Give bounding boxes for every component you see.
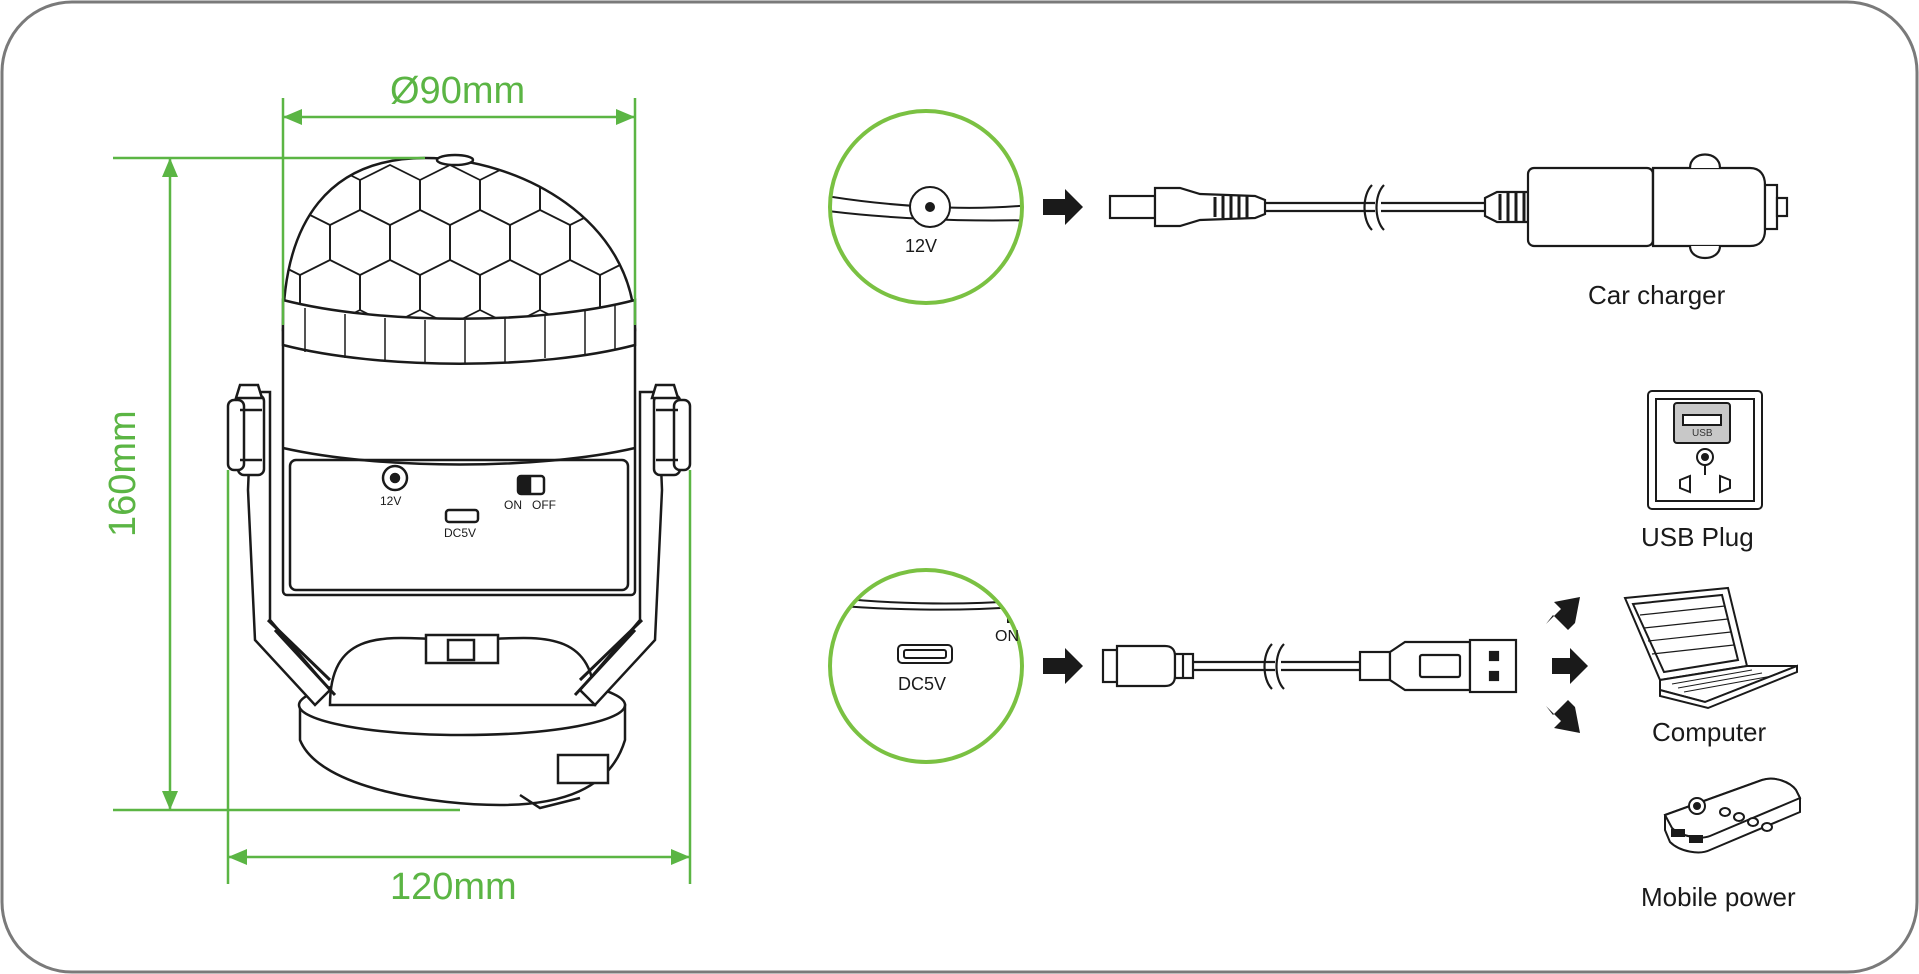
arrow-up-right-icon [1546, 597, 1580, 630]
knob-right [650, 383, 692, 477]
arrow-right-icon [1043, 189, 1083, 225]
zoom-dc5v-label: DC5V [898, 674, 947, 694]
knob-left [226, 383, 266, 477]
zoom-circle-12v [828, 109, 1024, 305]
mobile-power-icon [1663, 777, 1802, 854]
arrow-right-icon [1552, 648, 1588, 684]
computer-icon [1623, 586, 1798, 710]
usb-cable [1101, 638, 1518, 694]
device-switch-on-label: ON [504, 498, 522, 512]
car-charger-label: Car charger [1588, 280, 1726, 310]
device-port-dc5v-label: DC5V [444, 526, 477, 540]
height-label: 160mm [102, 410, 144, 537]
arrow-right-icon [1043, 648, 1083, 684]
port-dc5v [444, 508, 480, 524]
dimension-lines [113, 98, 692, 884]
usb-plug-label: USB Plug [1641, 522, 1754, 552]
mobile-power-label: Mobile power [1641, 882, 1796, 912]
zoom-12v-label: 12V [905, 236, 938, 256]
car-charger-cable [1108, 153, 1789, 260]
crystal-dome [281, 156, 637, 332]
arrow-down-right-icon [1546, 700, 1580, 733]
yoke-right [578, 390, 664, 707]
device-port-12v-label: 12V [380, 494, 402, 508]
computer-label: Computer [1652, 717, 1767, 747]
yoke-left [246, 390, 332, 707]
usb-plug-icon [1647, 390, 1763, 510]
arrows [1043, 189, 1588, 733]
device-switch-off-label: OFF [532, 498, 556, 512]
zoom-switch-on-label: ON [995, 628, 1019, 645]
usb-plug-badge: USB [1692, 428, 1713, 439]
width-label: 120mm [390, 866, 517, 908]
disco-light-device [226, 153, 692, 810]
zoom-circle-dc5v [828, 568, 1024, 764]
diameter-label: Ø90mm [390, 70, 526, 112]
